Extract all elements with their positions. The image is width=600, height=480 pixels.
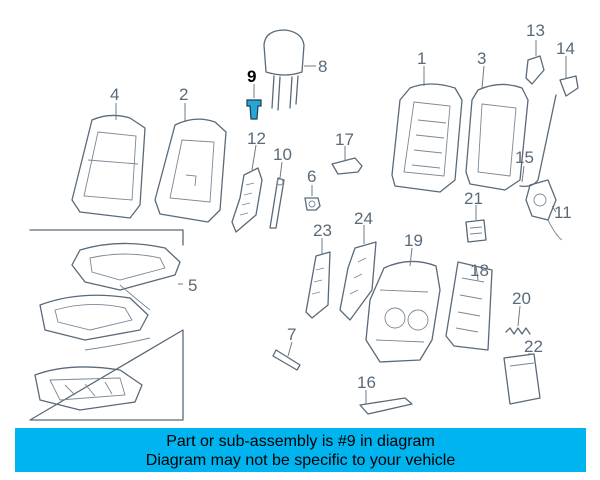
callout-16: 16	[357, 373, 376, 392]
part-3-seat-back-pad	[465, 65, 529, 191]
part-7-pin	[272, 341, 301, 371]
part-8-headrest	[263, 29, 316, 111]
part-23-side-shield	[305, 238, 331, 319]
callout-8: 8	[318, 57, 327, 76]
info-banner: Part or sub-assembly is #9 in diagram Di…	[15, 428, 586, 472]
part-14-cover	[559, 56, 579, 97]
part-10-rod	[269, 161, 285, 229]
callout-23: 23	[313, 221, 332, 240]
callout-4: 4	[110, 85, 119, 104]
callout-5: 5	[188, 276, 197, 295]
callout-9: 9	[247, 67, 256, 86]
callout-13: 13	[526, 21, 545, 40]
part-24-side-panel	[339, 225, 377, 321]
callout-11: 11	[554, 203, 572, 222]
callout-1: 1	[417, 49, 426, 68]
part-13-clip	[525, 40, 545, 85]
callout-24: 24	[354, 209, 373, 228]
part-21-switch	[465, 205, 487, 243]
part-20-spring	[505, 305, 531, 335]
callout-2: 2	[179, 85, 188, 104]
callout-7: 7	[287, 325, 296, 344]
part-15-cable	[519, 94, 557, 188]
callout-3: 3	[477, 49, 486, 68]
callout-10: 10	[273, 145, 292, 164]
part-19-seat-frame	[365, 247, 441, 363]
part-18-seat-pan	[445, 261, 493, 351]
callout-21: 21	[464, 189, 483, 208]
part-9-headrest-guide	[246, 84, 262, 120]
part-11-motor	[525, 179, 563, 241]
part-17-trim	[331, 146, 363, 175]
callout-20: 20	[512, 289, 531, 308]
callout-6: 6	[307, 167, 316, 186]
part-12-bracket	[231, 144, 263, 233]
part-22-module	[503, 353, 541, 405]
part-2-seat-back-panel	[154, 103, 227, 223]
callout-22: 22	[524, 337, 543, 356]
callout-19: 19	[404, 231, 423, 250]
part-1-seat-back-frame	[391, 66, 463, 193]
banner-line-disclaimer: Diagram may not be specific to your vehi…	[145, 452, 456, 469]
callout-18: 18	[470, 261, 489, 280]
callout-14: 14	[556, 39, 575, 58]
diagram-canvas: 4 2 8 9 12 10 6 17 1 3 13 14 15 11 21 24…	[29, 21, 579, 421]
banner-line-part: Part or sub-assembly is #9 in diagram	[166, 433, 435, 450]
callout-12: 12	[247, 129, 266, 148]
part-6-bolt	[304, 185, 321, 211]
callout-15: 15	[515, 148, 534, 167]
parts-diagram: 4 2 8 9 12 10 6 17 1 3 13 14 15 11 21 24…	[29, 21, 579, 421]
part-16-rail	[359, 390, 413, 415]
part-4-seat-back-cover	[71, 103, 146, 219]
callout-17: 17	[335, 130, 354, 149]
part-5-cushion-group	[29, 229, 184, 421]
